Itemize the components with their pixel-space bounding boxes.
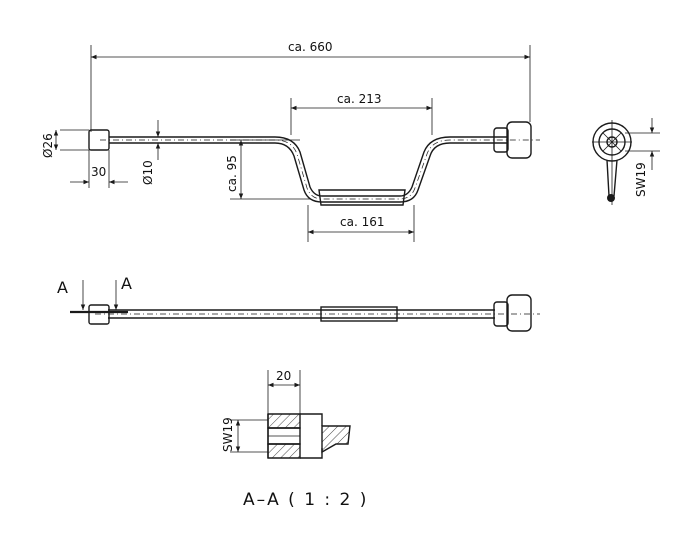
dim-grip-length: ca. 161	[340, 215, 384, 229]
front-right-knob	[506, 294, 532, 332]
section-socket-size: SW19	[221, 417, 235, 452]
section-marker-left: A	[57, 278, 68, 297]
right-end-knob	[506, 121, 532, 159]
front-left-socket	[88, 304, 110, 325]
front-grip	[320, 306, 398, 322]
dim-overall-length: ca. 660	[288, 40, 332, 54]
front-view: A A	[57, 274, 540, 332]
dim-end-diameter: Ø26	[41, 133, 55, 158]
end-view-outer	[592, 122, 632, 162]
rod	[109, 136, 507, 197]
dim-rod-diameter: Ø10	[141, 160, 155, 185]
dim-crank-width: ca. 213	[337, 92, 381, 106]
top-view: ca. 660 ca. 213 Ø26 30 Ø10 ca. 95	[41, 40, 540, 242]
section-body	[267, 413, 301, 429]
dim-crank-depth: ca. 95	[225, 155, 239, 192]
dim-socket-size: SW19	[634, 162, 648, 197]
dim-end-length: 30	[91, 165, 106, 179]
section-width: 20	[276, 369, 291, 383]
grip	[318, 189, 406, 206]
section-view: 20 SW19 A–A ( 1 : 2 )	[221, 369, 368, 510]
end-view-rod	[607, 194, 615, 202]
end-view: SW19	[592, 118, 660, 205]
section-title: A–A ( 1 : 2 )	[243, 490, 368, 510]
section-marker-right: A	[121, 274, 132, 293]
